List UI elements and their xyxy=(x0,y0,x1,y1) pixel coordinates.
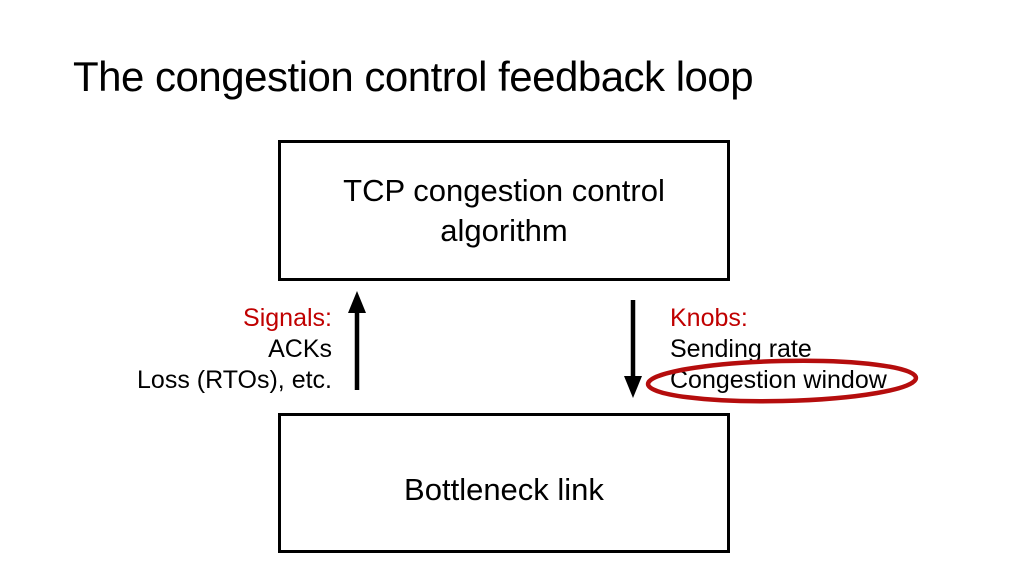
down-arrow-head xyxy=(624,376,642,398)
bottleneck-link-box-label: Bottleneck link xyxy=(404,471,604,507)
knobs-label-block: Knobs: Sending rate Congestion window xyxy=(670,303,887,396)
knobs-item-congestion-window: Congestion window xyxy=(670,366,887,394)
up-arrow-icon xyxy=(348,291,366,390)
tcp-algorithm-box-line1: TCP congestion control xyxy=(343,172,665,208)
tcp-algorithm-box: TCP congestion control algorithm xyxy=(278,140,730,281)
bottleneck-link-box: Bottleneck link xyxy=(278,413,730,553)
signals-item-acks: ACKs xyxy=(268,335,332,363)
slide-title: The congestion control feedback loop xyxy=(73,53,754,100)
signals-heading: Signals: xyxy=(243,304,332,332)
signals-label-block: Signals: ACKs Loss (RTOs), etc. xyxy=(0,303,332,396)
tcp-algorithm-box-line2: algorithm xyxy=(440,212,568,248)
up-arrow-head xyxy=(348,291,366,313)
signals-item-loss: Loss (RTOs), etc. xyxy=(137,366,332,394)
down-arrow-icon xyxy=(624,300,642,398)
knobs-item-sending-rate: Sending rate xyxy=(670,335,812,363)
knobs-heading: Knobs: xyxy=(670,304,748,332)
